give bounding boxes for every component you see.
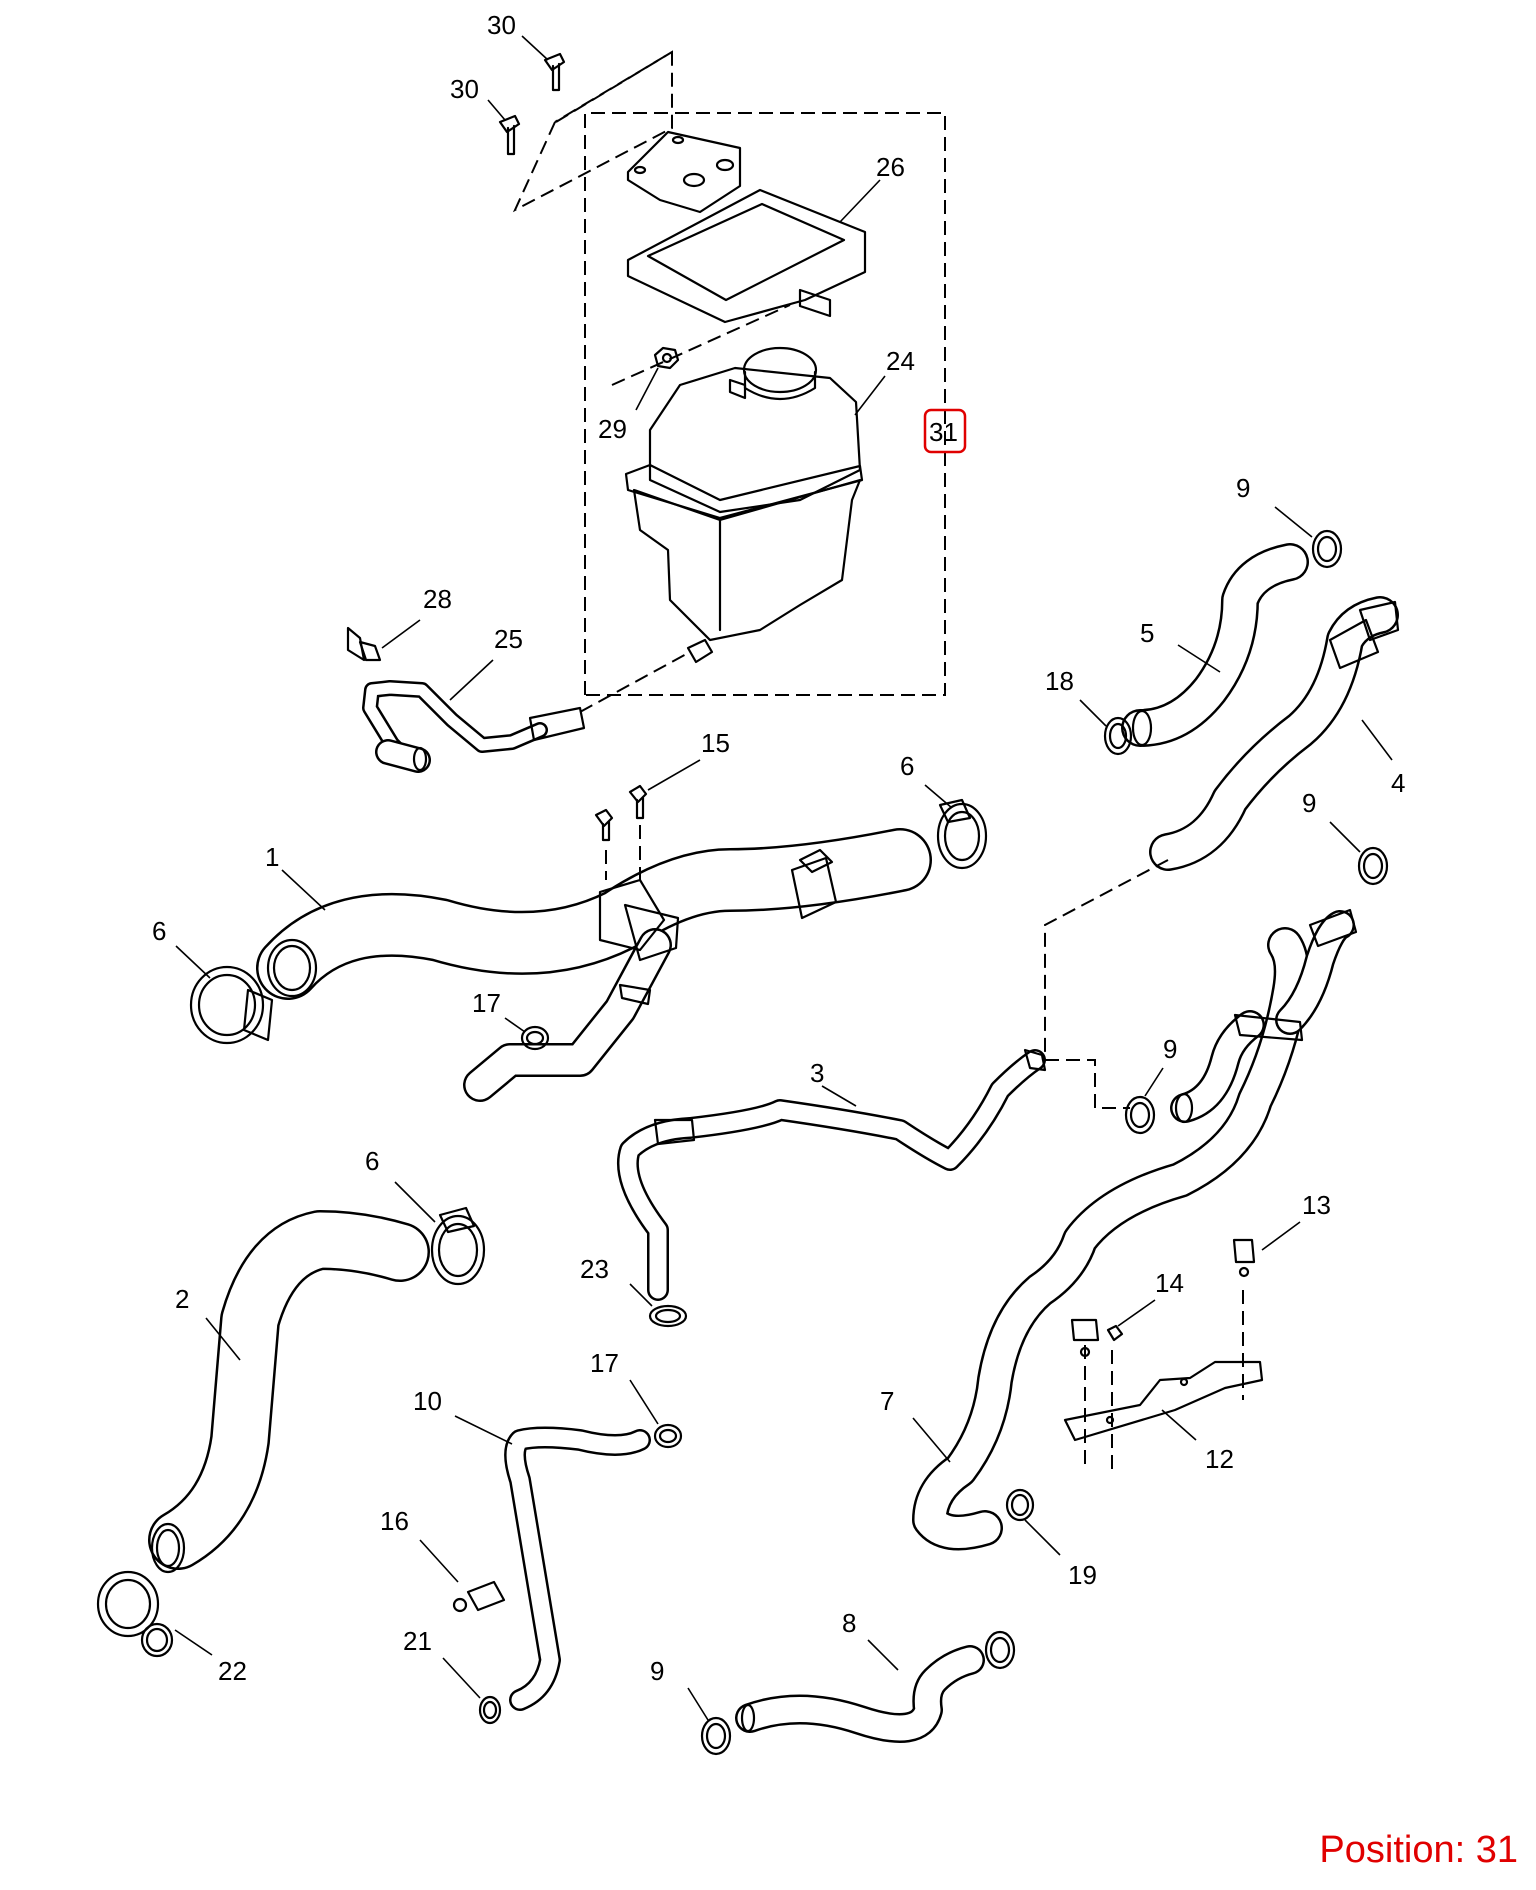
callout-19: 19 xyxy=(1068,1560,1097,1590)
clamp-19 xyxy=(1005,1488,1035,1522)
bolt-15-pair xyxy=(594,784,648,842)
tank-group-frame xyxy=(512,50,946,696)
callout-10: 10 xyxy=(413,1386,442,1416)
hose-4 xyxy=(1149,596,1400,871)
clamp-23 xyxy=(648,1304,688,1328)
callout-30-lower: 30 xyxy=(450,74,479,104)
clamp-9-c xyxy=(1124,1095,1156,1135)
callout-1: 1 xyxy=(265,842,279,872)
leader-lines xyxy=(174,35,1393,1721)
clip-13 xyxy=(1232,1238,1256,1278)
callout-21: 21 xyxy=(403,1626,432,1656)
callout-3: 3 xyxy=(810,1058,824,1088)
callout-7: 7 xyxy=(880,1386,894,1416)
hose-5 xyxy=(1121,543,1309,747)
bolt-30-upper xyxy=(543,52,566,92)
nut-29 xyxy=(653,346,680,370)
callout-24: 24 xyxy=(886,346,915,376)
clamp-9-e xyxy=(984,1630,1016,1670)
callout-28: 28 xyxy=(423,584,452,614)
clamp-9-a xyxy=(1311,529,1343,569)
position-label: Position: 31 xyxy=(1319,1829,1518,1871)
callout-4: 4 xyxy=(1391,768,1405,798)
expansion-tank-24 xyxy=(624,346,864,664)
clip-14 xyxy=(1070,1318,1124,1358)
callout-22: 22 xyxy=(218,1656,247,1686)
clamp-6-a xyxy=(189,965,274,1045)
hose-7 xyxy=(912,908,1358,1551)
bracket-26 xyxy=(626,130,867,324)
callout-30-upper: 30 xyxy=(487,10,516,40)
callout-23: 23 xyxy=(580,1254,609,1284)
callout-25: 25 xyxy=(494,624,523,654)
clamp-21 xyxy=(478,1695,502,1725)
callout-labels: 30 30 26 24 29 28 25 15 6 1 6 17 9 5 18 … xyxy=(152,10,1405,1686)
callout-6-a: 6 xyxy=(152,916,166,946)
callout-12: 12 xyxy=(1205,1444,1234,1474)
hose-1 xyxy=(256,828,932,1102)
callout-16: 16 xyxy=(380,1506,409,1536)
callout-17-b: 17 xyxy=(590,1348,619,1378)
callout-26: 26 xyxy=(876,152,905,182)
callout-6-b: 6 xyxy=(900,751,914,781)
callout-13: 13 xyxy=(1302,1190,1331,1220)
clamp-17-a xyxy=(520,1025,550,1051)
clamp-18 xyxy=(1103,716,1133,756)
clamp-17-b xyxy=(653,1423,683,1449)
callout-2: 2 xyxy=(175,1284,189,1314)
bracket-12 xyxy=(1063,1360,1264,1442)
hose-8 xyxy=(735,1645,985,1743)
callout-5: 5 xyxy=(1140,618,1154,648)
callout-8: 8 xyxy=(842,1608,856,1638)
callout-9-a: 9 xyxy=(1236,473,1250,503)
bolt-30-lower xyxy=(498,114,521,156)
clamp-9-d xyxy=(700,1716,732,1756)
callout-9-b: 9 xyxy=(1302,788,1316,818)
callout-18: 18 xyxy=(1045,666,1074,696)
callout-29: 29 xyxy=(598,414,627,444)
clamp-6-c xyxy=(430,1206,486,1286)
clip-16 xyxy=(452,1580,506,1613)
hose-2 xyxy=(148,1210,430,1574)
callout-17-a: 17 xyxy=(472,988,501,1018)
bracket-28 xyxy=(346,626,382,662)
clamp-6-b xyxy=(936,798,988,870)
callout-15: 15 xyxy=(701,728,730,758)
callout-9-c: 9 xyxy=(1163,1034,1177,1064)
callout-6-c: 6 xyxy=(365,1146,379,1176)
hose-25 xyxy=(362,680,586,773)
callout-9-d: 9 xyxy=(650,1656,664,1686)
hose-3 xyxy=(616,1048,1047,1301)
clamp-9-b xyxy=(1357,846,1389,886)
hose-10 xyxy=(504,1426,651,1711)
highlight-box xyxy=(923,408,967,454)
highlight-callout-31[interactable]: 31 xyxy=(923,408,967,454)
clamp-22 xyxy=(96,1570,174,1658)
callout-14: 14 xyxy=(1155,1268,1184,1298)
callout-31: 31 xyxy=(929,417,958,447)
